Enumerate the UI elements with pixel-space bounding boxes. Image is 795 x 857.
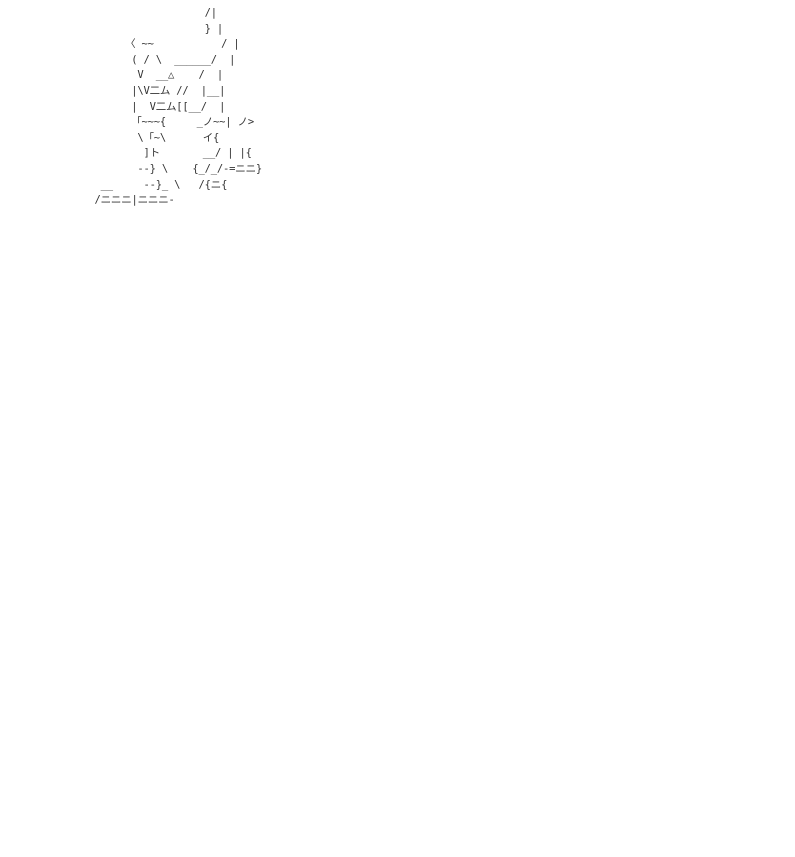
ascii-art-character-top: /| } | 〈 ~~ / | ( / \ ______/ | V __△ / … [94,7,263,207]
